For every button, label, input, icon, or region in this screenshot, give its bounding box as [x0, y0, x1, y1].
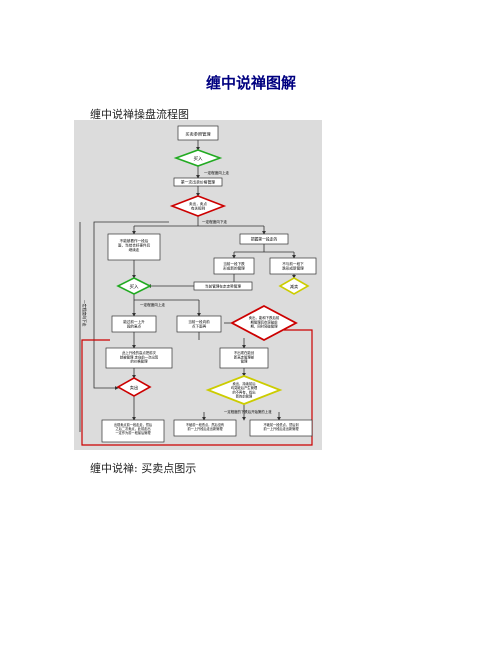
- svg-text:减卖: 减卖: [290, 283, 298, 290]
- node-bottom-3: 不破前一段低点，然后到前一上升段后走出新管理: [249, 419, 313, 437]
- svg-text:卖出，持续前后均突破后产生管理的不再有，找出新的前管理: 卖出，持续前后均突破后产生管理的不再有，找出新的前管理: [231, 381, 258, 398]
- svg-text:买卖参照管理: 买卖参照管理: [185, 131, 211, 138]
- node-diamond-sell-2: 卖出: [116, 377, 152, 397]
- flowchart-caption: 缠中说禅操盘流程图: [90, 108, 189, 121]
- node-right-2b: 不与前一段下跌形成新管理: [269, 257, 317, 275]
- note-up-1: 一定程度向上走: [204, 170, 230, 175]
- node-mid-3: 当前一段向前点下面再: [176, 315, 222, 333]
- svg-text:买入: 买入: [194, 155, 203, 162]
- note-down-1: 一定程度向下走: [202, 219, 228, 224]
- node-right-2a: 当前一段下跌形成新的管理: [213, 257, 255, 275]
- svg-text:能过前一上升段的高点: 能过前一上升段的高点: [123, 319, 145, 329]
- svg-text:此上升段的高点把前次就被管理 走向前一次出现的价格管理: 此上升段的高点把前次就被管理 走向前一次出现的价格管理: [120, 350, 159, 364]
- loop-line-left: [93, 221, 169, 390]
- note-bottom: 一定程度的下跌后开始第的上涨: [224, 409, 272, 414]
- red-loop-line: [81, 329, 313, 446]
- node-buy-1: 买入: [173, 149, 223, 167]
- svg-text:不出现在能创新高走管理部管理: 不出现在能创新高走管理部管理: [234, 350, 255, 364]
- document-title: 缠中说禅图解: [205, 74, 296, 92]
- svg-text:第一次出卖价格管理: 第一次出卖价格管理: [181, 180, 215, 185]
- node-bottom-1: 出现卖点前一段走走，然后之后二次卖点，此前走出一定作为前一段最后管理: [101, 419, 165, 443]
- svg-text:不能被看作一段后面，当结合好事件后继续走: 不能被看作一段后面，当结合好事件后继续走: [118, 238, 151, 252]
- svg-text:当前一段向前点下面再: 当前一段向前点下面再: [188, 319, 210, 329]
- side-label: 一定程度向下走: [82, 300, 87, 327]
- points-caption: 缠中说禅: 买卖点图示: [90, 462, 197, 475]
- svg-text:不破前一段低点，然后没有前一上升段后走出新管理: 不破前一段低点，然后没有前一上升段后走出新管理: [186, 422, 224, 431]
- node-left-3: 能过前一上升段的高点: [111, 315, 157, 333]
- svg-text:把握第一段走的: 把握第一段走的: [251, 237, 278, 242]
- node-diamond-choose: 卖出，卖点有关规则: [169, 195, 227, 217]
- node-diamond-yellow: 卖出，持续前后均突破后产生管理的不再有，找出新的前管理: [205, 375, 283, 405]
- node-start: 买卖参照管理: [177, 125, 219, 141]
- node-right-4: 不出现在能创新高走管理部管理: [219, 347, 269, 369]
- node-diamond-big: 卖出，能和下跌后前期管理后也突破前期，同时突破管理: [230, 304, 298, 342]
- svg-text:不破前一段低点，然后到前一上升段后走出新管理: 不破前一段低点，然后到前一上升段后走出新管理: [263, 422, 299, 431]
- flowchart-figure: 买卖参照管理 买入 一定程度向上走 第一次出卖价格管理 卖出，卖点有关规则 一定…: [74, 120, 322, 450]
- node-find: 第一次出卖价格管理: [173, 177, 223, 187]
- node-bottom-2: 不破前一段低点，然后没有前一上升段后走出新管理: [173, 419, 237, 437]
- node-left-4: 此上升段的高点把前次就被管理 走向前一次出现的价格管理: [105, 347, 173, 369]
- svg-text:买入: 买入: [130, 283, 139, 290]
- svg-text:当前管理在走走势管理: 当前管理在走走势管理: [205, 284, 241, 289]
- node-buy-2: 买入: [116, 277, 152, 295]
- flowchart-svg: 买卖参照管理 买入 一定程度向上走 第一次出卖价格管理 卖出，卖点有关规则 一定…: [79, 125, 317, 446]
- svg-text:卖出，能和下跌后前期管理后也突破前期，同时突破管理: 卖出，能和下跌后前期管理后也突破前期，同时突破管理: [249, 315, 280, 329]
- svg-text:出现卖点前一段走走，然后之后二次卖点，此前走出一定作为前一段: 出现卖点前一段走走，然后之后二次卖点，此前走出一定作为前一段最后管理: [114, 422, 153, 435]
- node-left-1: 不能被看作一段后面，当结合好事件后继续走: [107, 233, 161, 261]
- svg-text:卖出: 卖出: [130, 384, 138, 391]
- node-diamond-sell: 减卖: [278, 277, 310, 295]
- svg-text:不与前一段下跌形成新管理: 不与前一段下跌形成新管理: [282, 261, 304, 271]
- note-up-2: 一定程度向上走: [140, 302, 166, 307]
- node-mid: 当前管理在走走势管理: [193, 281, 253, 291]
- node-right-1: 把握第一段走的: [239, 233, 289, 245]
- svg-text:卖出，卖点有关规则: 卖出，卖点有关规则: [189, 201, 207, 211]
- svg-text:当前一段下跌形成新的管理: 当前一段下跌形成新的管理: [223, 261, 245, 271]
